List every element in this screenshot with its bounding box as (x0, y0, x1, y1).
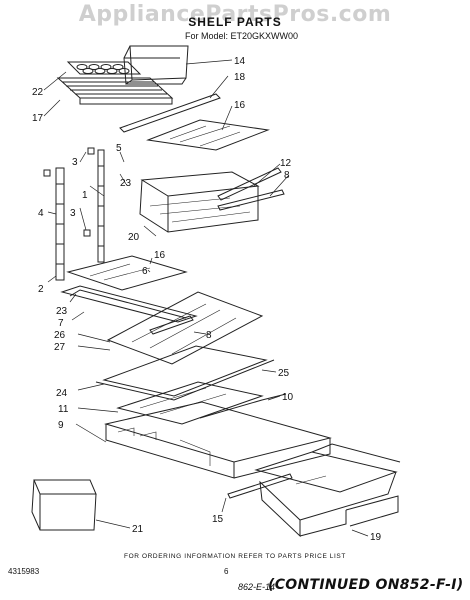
callout-4: 4 (38, 208, 44, 219)
part-21-small-bin (31, 479, 97, 531)
part-8-rail-mid (149, 315, 194, 335)
document-number: 4315983 (8, 567, 40, 576)
callout-16-upper: 16 (234, 100, 246, 111)
callout-18: 18 (234, 72, 246, 83)
part-9-crisper-frame (104, 401, 332, 479)
part-12-rail (217, 167, 282, 201)
callout-labels: 22 17 14 18 16 3 5 1 4 3 12 8 23 2 20 16… (32, 56, 382, 543)
callout-9: 9 (58, 420, 64, 431)
callout-14: 14 (234, 56, 246, 67)
callout-27: 27 (54, 342, 66, 353)
part-18-rail (119, 93, 221, 133)
callout-24: 24 (56, 388, 68, 399)
callout-3-lower: 3 (70, 208, 76, 219)
part-17-wire-shelf (56, 77, 174, 105)
callout-26: 26 (54, 330, 66, 341)
callout-8-mid: 8 (206, 330, 212, 341)
callout-20: 20 (128, 232, 140, 243)
callout-12: 12 (280, 158, 292, 169)
model-prefix: For Model: (185, 31, 229, 41)
part-1-ladder-right (97, 149, 105, 263)
callout-19: 19 (370, 532, 382, 543)
handwritten-reference: 862-E-14 (238, 582, 276, 592)
part-14-bin (123, 45, 189, 85)
callout-5: 5 (116, 143, 122, 154)
part-20-drawer (139, 171, 260, 233)
callout-1: 1 (82, 190, 88, 201)
callout-8-upper: 8 (284, 170, 290, 181)
callout-15: 15 (212, 514, 224, 525)
part-8-rail-upper (217, 189, 285, 211)
callout-22: 22 (32, 87, 44, 98)
part-16-glass-shelf-upper (146, 119, 270, 151)
model-number: ET20GKXWW00 (230, 31, 299, 41)
callout-17: 17 (32, 113, 44, 124)
part-3-clips (43, 147, 95, 237)
page-number: 6 (224, 567, 229, 576)
part-22-egg-tray (66, 61, 142, 75)
part-4-ladder-left (55, 167, 65, 281)
part-26-glass-shelf-mid (106, 291, 264, 365)
callout-11: 11 (58, 404, 69, 415)
part-7-shelf-frame (60, 285, 198, 323)
ordering-note: FOR ORDERING INFORMATION REFER TO PARTS … (124, 553, 346, 560)
leader-lines (43, 59, 369, 537)
model-line: For Model: ET20GKXWW00 (185, 31, 298, 41)
callout-21: 21 (132, 524, 144, 535)
continued-note: (CONTINUED ON852-F-I) (268, 577, 464, 593)
callout-23-lower: 23 (56, 306, 68, 317)
page-title: SHELF PARTS (188, 15, 282, 29)
callout-25: 25 (278, 368, 290, 379)
part-15-rail (227, 473, 293, 499)
callout-23-upper: 23 (120, 178, 132, 189)
callout-10: 10 (282, 392, 294, 403)
callout-6: 6 (142, 266, 148, 277)
callout-2: 2 (38, 284, 44, 295)
part-19-crisper-drawers (254, 443, 401, 538)
callout-3-upper: 3 (72, 157, 78, 168)
part-16-glass-shelf-lower (66, 255, 188, 291)
part-24-glass-shelf-lower (95, 345, 275, 401)
callout-16-lower: 16 (154, 250, 166, 261)
callout-7: 7 (58, 318, 64, 329)
watermark: AppliancePartsPros.com (78, 2, 392, 27)
